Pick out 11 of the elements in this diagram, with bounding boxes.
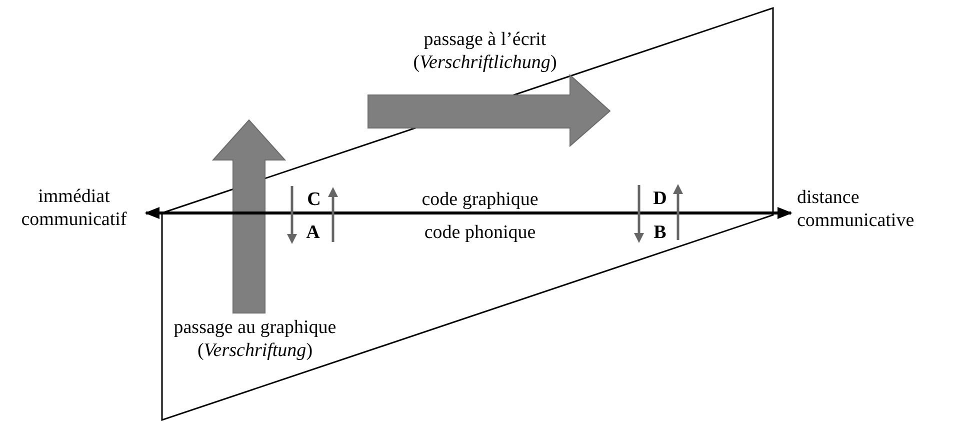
- level-letter: A: [305, 221, 321, 244]
- axis-arrow: [144, 207, 792, 219]
- level-letter: C: [306, 188, 322, 211]
- process-label: passage à l’écrit (Verschriftlichung): [412, 28, 558, 74]
- endpoint-label: immédiat communicatif: [4, 185, 144, 231]
- axis-label: code phonique: [423, 221, 537, 244]
- level-letter: B: [652, 221, 668, 244]
- axis-label: code graphique: [420, 188, 540, 211]
- endpoint-label: distance communicative: [797, 186, 947, 232]
- level-letter: D: [652, 187, 668, 210]
- process-label: passage au graphique (Verschriftung): [172, 316, 338, 362]
